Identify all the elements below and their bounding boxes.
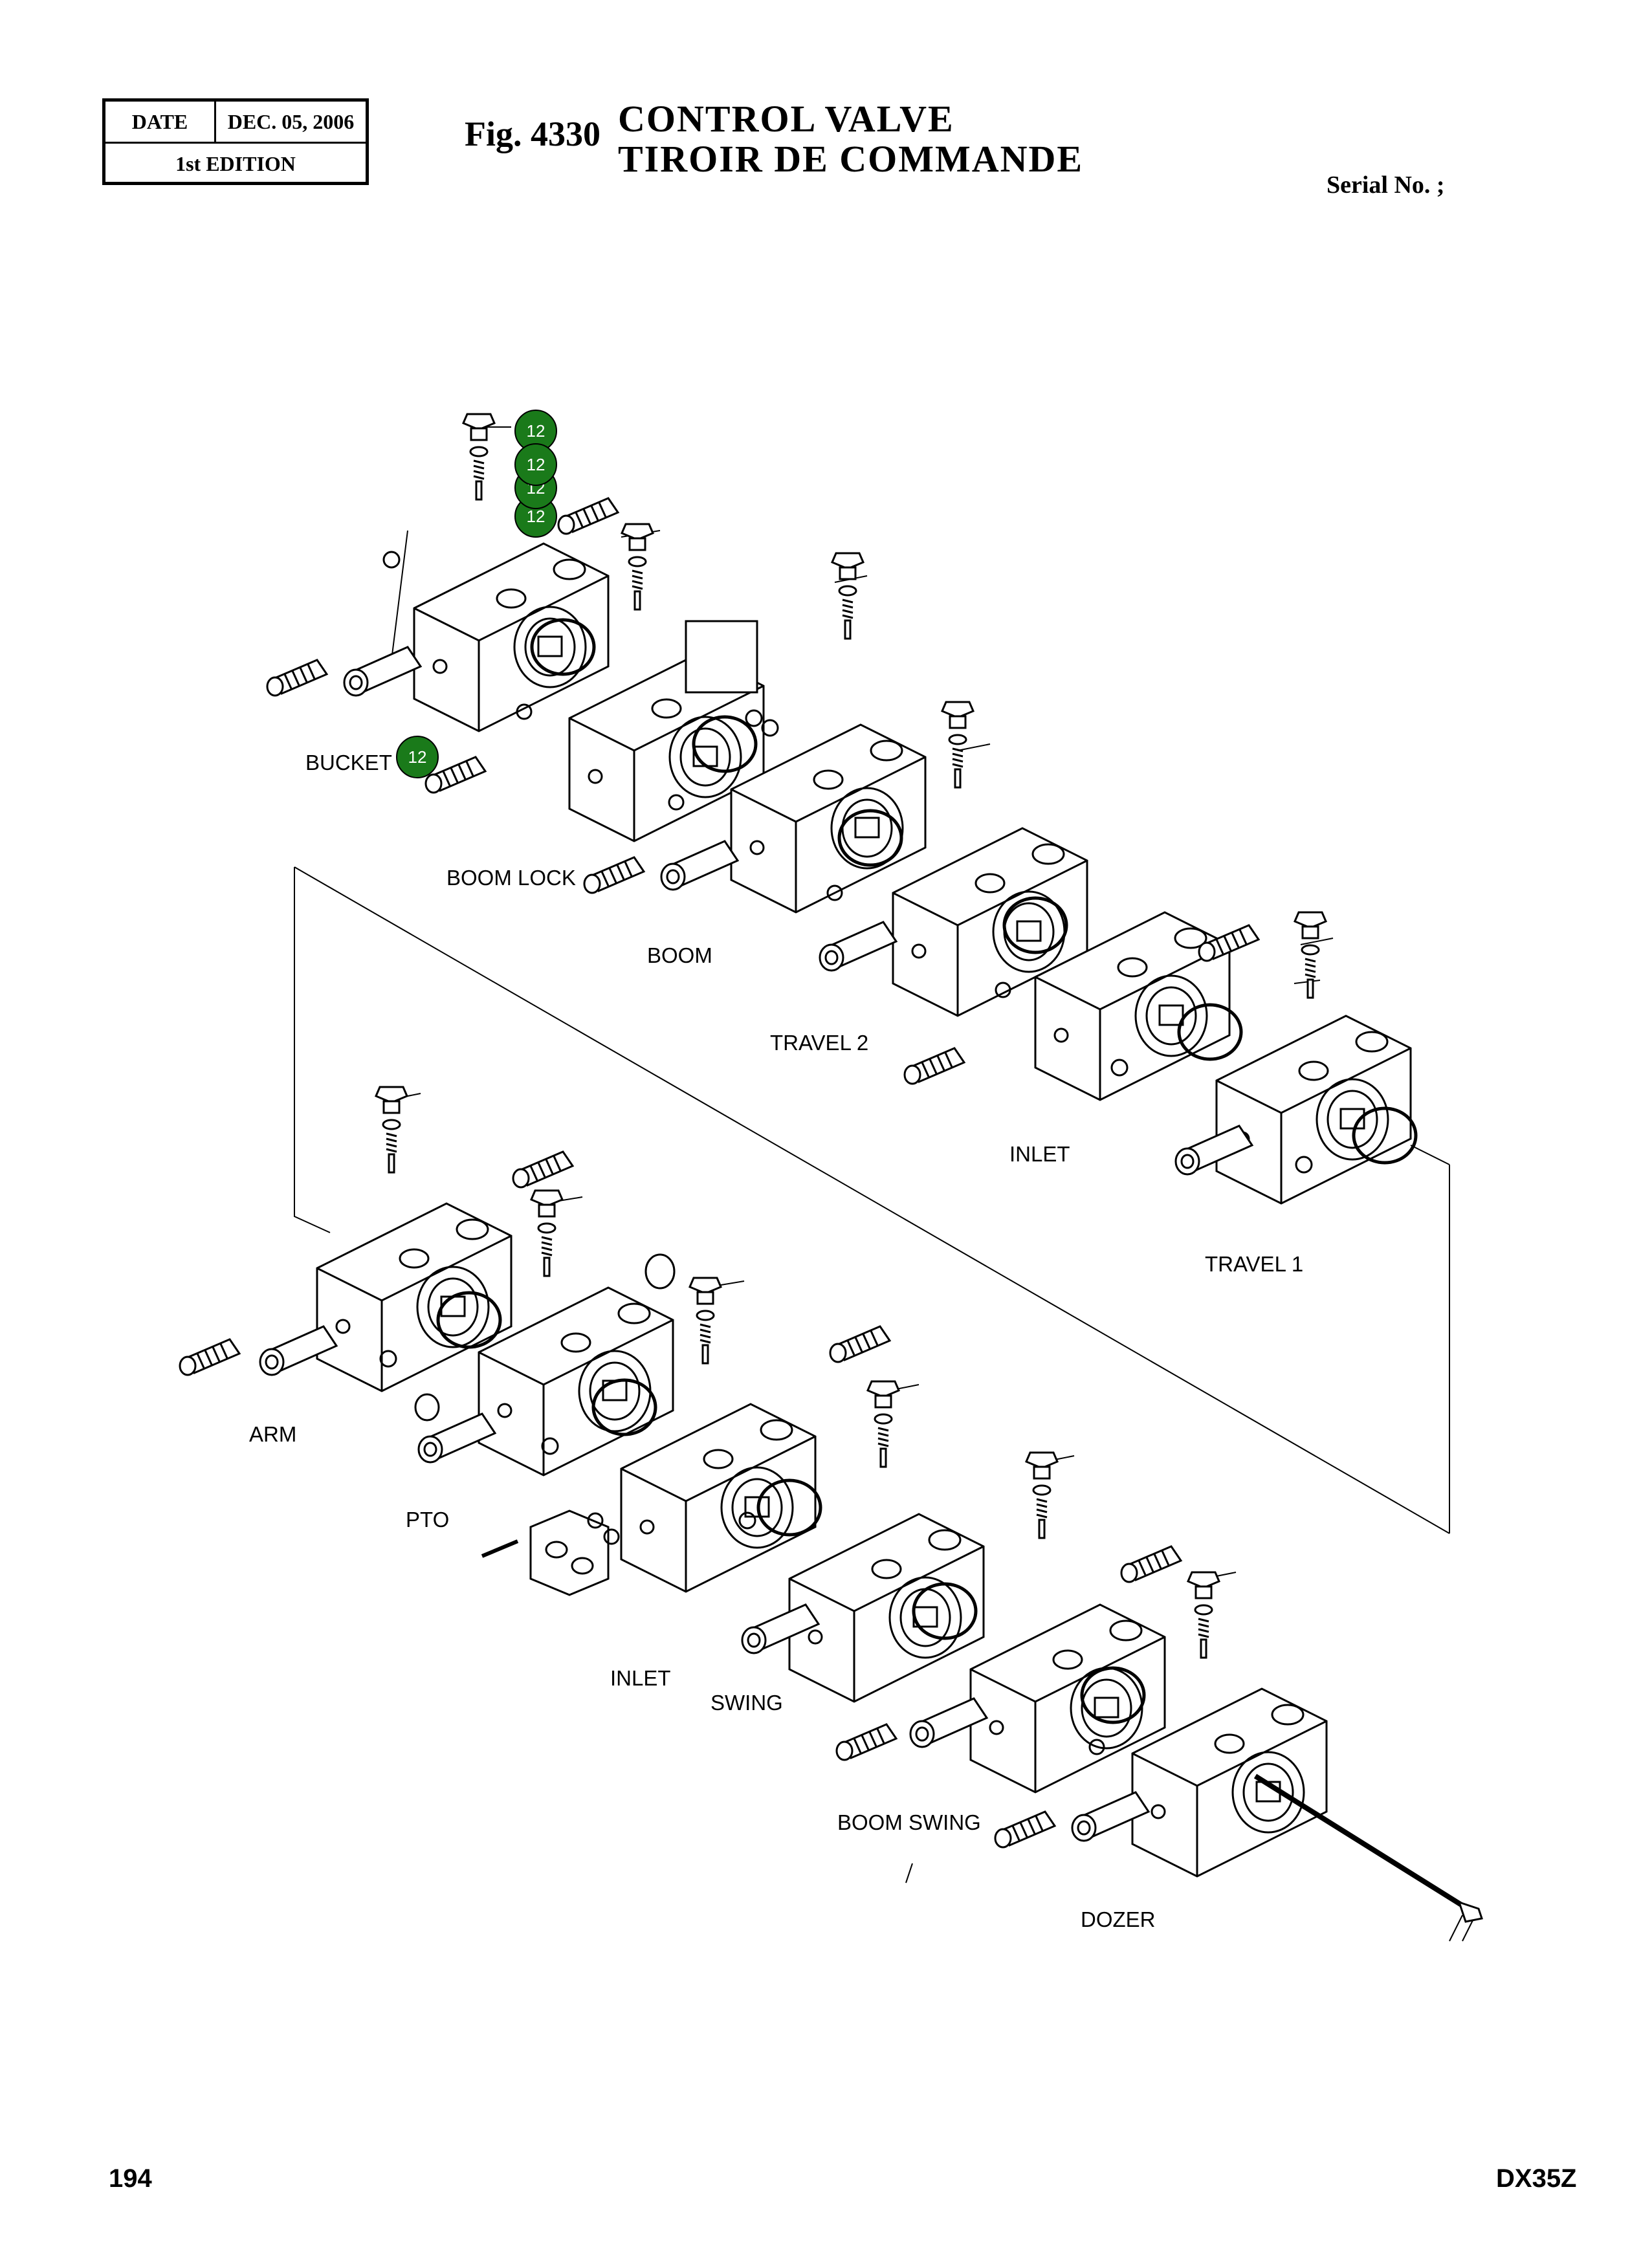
section-label-boom-lock: BOOM LOCK	[446, 866, 576, 890]
section-label-boom-swing: BOOM SWING	[837, 1810, 981, 1834]
section-label-travel-1: TRAVEL 1	[1205, 1252, 1303, 1276]
section-label-boom: BOOM	[647, 943, 712, 967]
group-bracket-left	[294, 867, 331, 1233]
date-value: DEC. 05, 2006	[227, 109, 355, 133]
section-label-dozer: DOZER	[1081, 1907, 1156, 1931]
section-label-inlet-top: INLET	[1009, 1142, 1070, 1166]
date-row: DATE DEC. 05, 2006	[105, 102, 366, 144]
serial-number-label: Serial No. ;	[1327, 171, 1445, 199]
section-label-travel-2: TRAVEL 2	[770, 1031, 868, 1055]
edition-label: 1st EDITION	[175, 151, 296, 175]
page-title-french: TIROIR DE COMMANDE	[618, 138, 1084, 180]
callout-badge-2[interactable]: 12	[514, 443, 557, 486]
svg-text:12: 12	[408, 747, 427, 767]
callout-badge-1[interactable]: 12	[514, 410, 557, 452]
top-valve-stack	[266, 413, 1416, 1205]
date-box: DATE DEC. 05, 2006 1st EDITION	[102, 98, 369, 185]
section-label-arm: ARM	[249, 1422, 296, 1446]
svg-text:12: 12	[527, 507, 545, 526]
callout-badge-5[interactable]: 12	[396, 736, 439, 778]
section-label-bucket: BUCKET	[305, 751, 392, 774]
svg-text:12: 12	[527, 421, 545, 441]
model-number: DX35Z	[1496, 2164, 1577, 2193]
svg-text:12: 12	[527, 455, 545, 474]
section-label-pto: PTO	[406, 1508, 449, 1532]
figure-number: Fig. 4330	[465, 115, 600, 153]
date-label: DATE	[105, 102, 216, 142]
page-title-english: CONTROL VALVE	[618, 98, 954, 140]
page-number: 194	[109, 2164, 152, 2193]
section-label-swing: SWING	[710, 1691, 783, 1715]
bottom-valve-stack	[179, 1086, 1483, 1923]
section-label-inlet-bottom: INLET	[610, 1666, 671, 1690]
